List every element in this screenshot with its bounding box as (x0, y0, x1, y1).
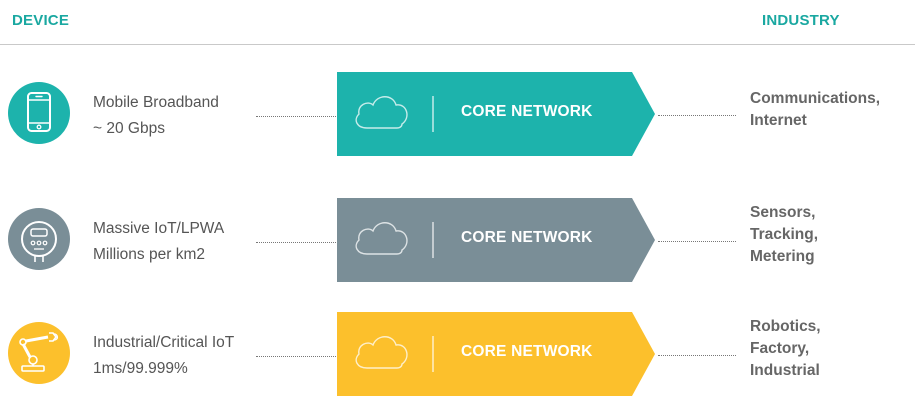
core-network-banner: CORE NETWORK (337, 198, 657, 282)
cloud-icon (355, 222, 408, 255)
row-massive-iot: Massive IoT/LPWA Millions per km2 CORE N… (0, 198, 915, 282)
smartphone-icon (8, 82, 70, 144)
device-spec: Millions per km2 (93, 246, 205, 263)
smart-meter-icon (8, 208, 70, 270)
device-name: Mobile Broadband (93, 94, 219, 111)
connector-dotted-line (658, 115, 736, 116)
device-name: Massive IoT/LPWA (93, 220, 225, 237)
device-spec: ~ 20 Gbps (93, 120, 165, 137)
core-network-banner: CORE NETWORK (337, 72, 657, 156)
connector-dotted-line (256, 116, 336, 117)
device-name: Industrial/Critical IoT (93, 334, 235, 351)
cloud-icon (355, 336, 408, 369)
connector-dotted-line (658, 241, 736, 242)
industry-item: Tracking, (750, 226, 819, 243)
device-column-header: DEVICE (12, 12, 70, 29)
row-industrial-iot: Industrial/Critical IoT 1ms/99.999% CORE… (0, 312, 915, 396)
industry-item: Communications, (750, 90, 881, 107)
industry-list: Robotics, Factory, Industrial (750, 316, 821, 382)
connector-dotted-line (658, 355, 736, 356)
industry-item: Factory, (750, 340, 810, 357)
core-network-label: CORE NETWORK (461, 103, 593, 120)
core-network-banner: CORE NETWORK (337, 312, 657, 396)
industry-column-header: INDUSTRY (762, 12, 840, 29)
industry-list: Sensors, Tracking, Metering (750, 202, 818, 268)
industry-list: Communications, Internet (750, 88, 880, 132)
industry-item: Robotics, (750, 318, 821, 335)
industry-item: Metering (750, 248, 815, 265)
row-mobile-broadband: Mobile Broadband ~ 20 Gbps CORE NETWORK … (0, 72, 915, 156)
industry-item: Industrial (750, 362, 820, 379)
core-network-label: CORE NETWORK (461, 343, 593, 360)
core-network-label: CORE NETWORK (461, 229, 593, 246)
robot-arm-icon (8, 322, 70, 384)
connector-dotted-line (256, 356, 336, 357)
industry-item: Sensors, (750, 204, 816, 221)
cloud-icon (355, 96, 408, 129)
connector-dotted-line (256, 242, 336, 243)
device-spec: 1ms/99.999% (93, 360, 188, 377)
header-divider (0, 44, 915, 45)
industry-item: Internet (750, 112, 807, 129)
